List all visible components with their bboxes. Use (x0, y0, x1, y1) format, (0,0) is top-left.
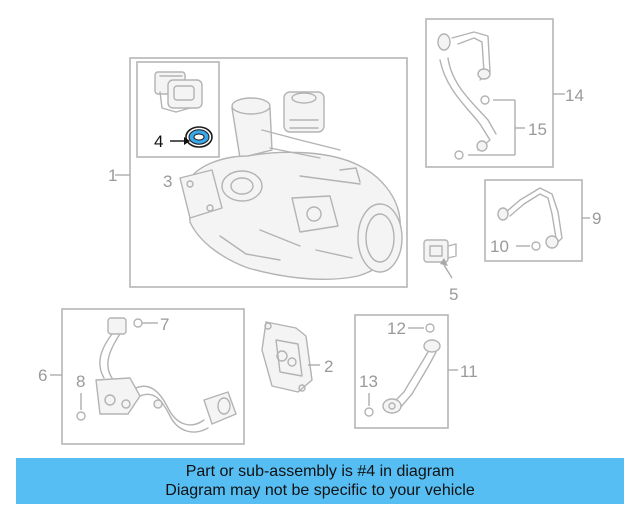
callout-4: 4 (154, 132, 163, 151)
callout-3: 3 (163, 172, 172, 191)
group-box-pipe-14 (425, 18, 554, 168)
coolant-pipe-part-14 (437, 31, 497, 152)
callout-7: 7 (160, 315, 169, 334)
callout-15: 15 (528, 120, 547, 139)
group-box-pipe-11 (354, 314, 449, 429)
callout-11: 11 (460, 362, 478, 381)
oil-pipe-part-6 (95, 317, 237, 433)
group-box-actuator (136, 61, 220, 158)
callout-5: 5 (449, 285, 458, 304)
banner-line-1: Part or sub-assembly is #4 in diagram (185, 463, 455, 480)
turbocharger-part (179, 91, 403, 280)
gasket-ring-part-4 (185, 126, 213, 148)
group-box-pipe-9 (484, 179, 583, 262)
parts-diagram: 1 3 4 (38, 18, 601, 445)
callout-9: 9 (592, 209, 601, 228)
callout-2: 2 (324, 357, 333, 376)
info-banner: Part or sub-assembly is #4 in diagram Di… (16, 458, 624, 504)
sensor-part-5 (423, 239, 457, 263)
group-box-pipe-6 (61, 308, 245, 445)
callout-10: 10 (490, 237, 509, 256)
callout-13: 13 (359, 372, 378, 391)
callout-14: 14 (565, 86, 584, 105)
oil-return-pipe-part-11 (382, 339, 441, 414)
callout-12: 12 (387, 319, 406, 338)
callout-6: 6 (38, 366, 47, 385)
gasket-part-2 (261, 321, 313, 393)
group-box-turbocharger (129, 57, 408, 288)
actuator-part (154, 71, 203, 113)
callout-8: 8 (76, 372, 85, 391)
callout-1: 1 (108, 166, 117, 185)
banner-line-2: Diagram may not be specific to your vehi… (165, 482, 475, 499)
pipe-part-9 (497, 187, 563, 249)
